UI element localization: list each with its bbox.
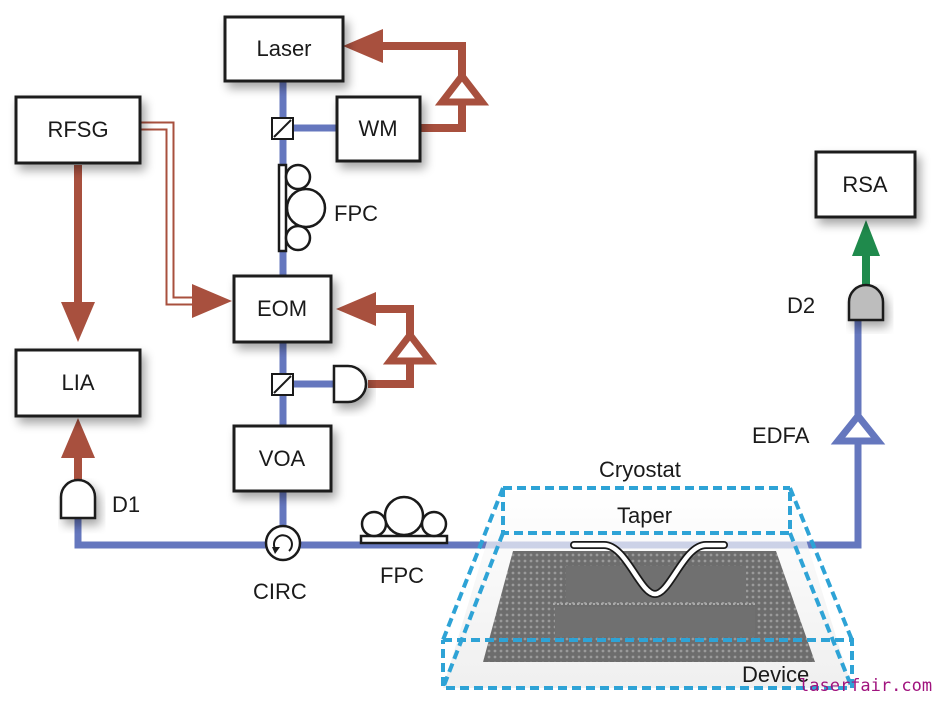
- photodetector-icon: [332, 364, 368, 404]
- rfsg-box[interactable]: [14, 95, 142, 165]
- arrowheads-electrical: [61, 29, 383, 458]
- laser-label: Laser: [256, 36, 311, 61]
- cryostat: [441, 486, 854, 690]
- circulator-icon: [264, 524, 302, 562]
- photodetector-d1-icon: [59, 478, 97, 520]
- eom-box[interactable]: [232, 274, 333, 344]
- edfa-label: EDFA: [752, 423, 810, 448]
- beam-splitter-icon: [271, 117, 294, 140]
- rf-cable-rfsg-to-eom: [140, 121, 200, 306]
- wm-box[interactable]: [335, 95, 422, 163]
- amplifier-icon: [434, 70, 490, 106]
- lia-box[interactable]: [14, 348, 142, 418]
- arrow-to-lia-from-rfsg: [61, 302, 95, 342]
- d1-label: D1: [112, 492, 140, 517]
- edfa-amplifier-icon: [830, 410, 886, 445]
- device-label: Device: [742, 662, 809, 687]
- arrow-to-eom-from-amp: [336, 292, 376, 326]
- rfsg-label: RFSG: [47, 117, 108, 142]
- arrow-to-laser: [343, 29, 383, 63]
- laser-box[interactable]: [223, 15, 345, 83]
- fiber-polarization-controller-icon: [359, 495, 449, 545]
- eom-label: EOM: [257, 296, 307, 321]
- voa-box[interactable]: [232, 424, 333, 493]
- d2-label: D2: [787, 293, 815, 318]
- fiber-polarization-controller-icon: [277, 163, 327, 253]
- lia-label: LIA: [61, 370, 94, 395]
- fpc-top-label: FPC: [334, 201, 378, 226]
- beam-splitter-icon: [271, 373, 294, 396]
- fpc-bottom-label: FPC: [380, 563, 424, 588]
- amplifier-icon: [382, 329, 438, 365]
- arrow-to-lia-from-d1: [61, 418, 95, 458]
- device-defect-region-bottom: [555, 607, 755, 637]
- arrow-to-eom-from-rfsg: [192, 284, 232, 318]
- wm-label: WM: [358, 116, 397, 141]
- photodetector-d2-icon: [847, 283, 885, 322]
- watermark: laserfair.com: [799, 676, 932, 696]
- rsa-box[interactable]: [814, 150, 917, 219]
- voa-label: VOA: [259, 446, 306, 471]
- circ-label: CIRC: [253, 579, 307, 604]
- cryostat-label: Cryostat: [599, 457, 681, 482]
- taper-label: Taper: [617, 503, 672, 528]
- rf-output-d2-to-rsa: [852, 220, 880, 288]
- rsa-label: RSA: [842, 172, 888, 197]
